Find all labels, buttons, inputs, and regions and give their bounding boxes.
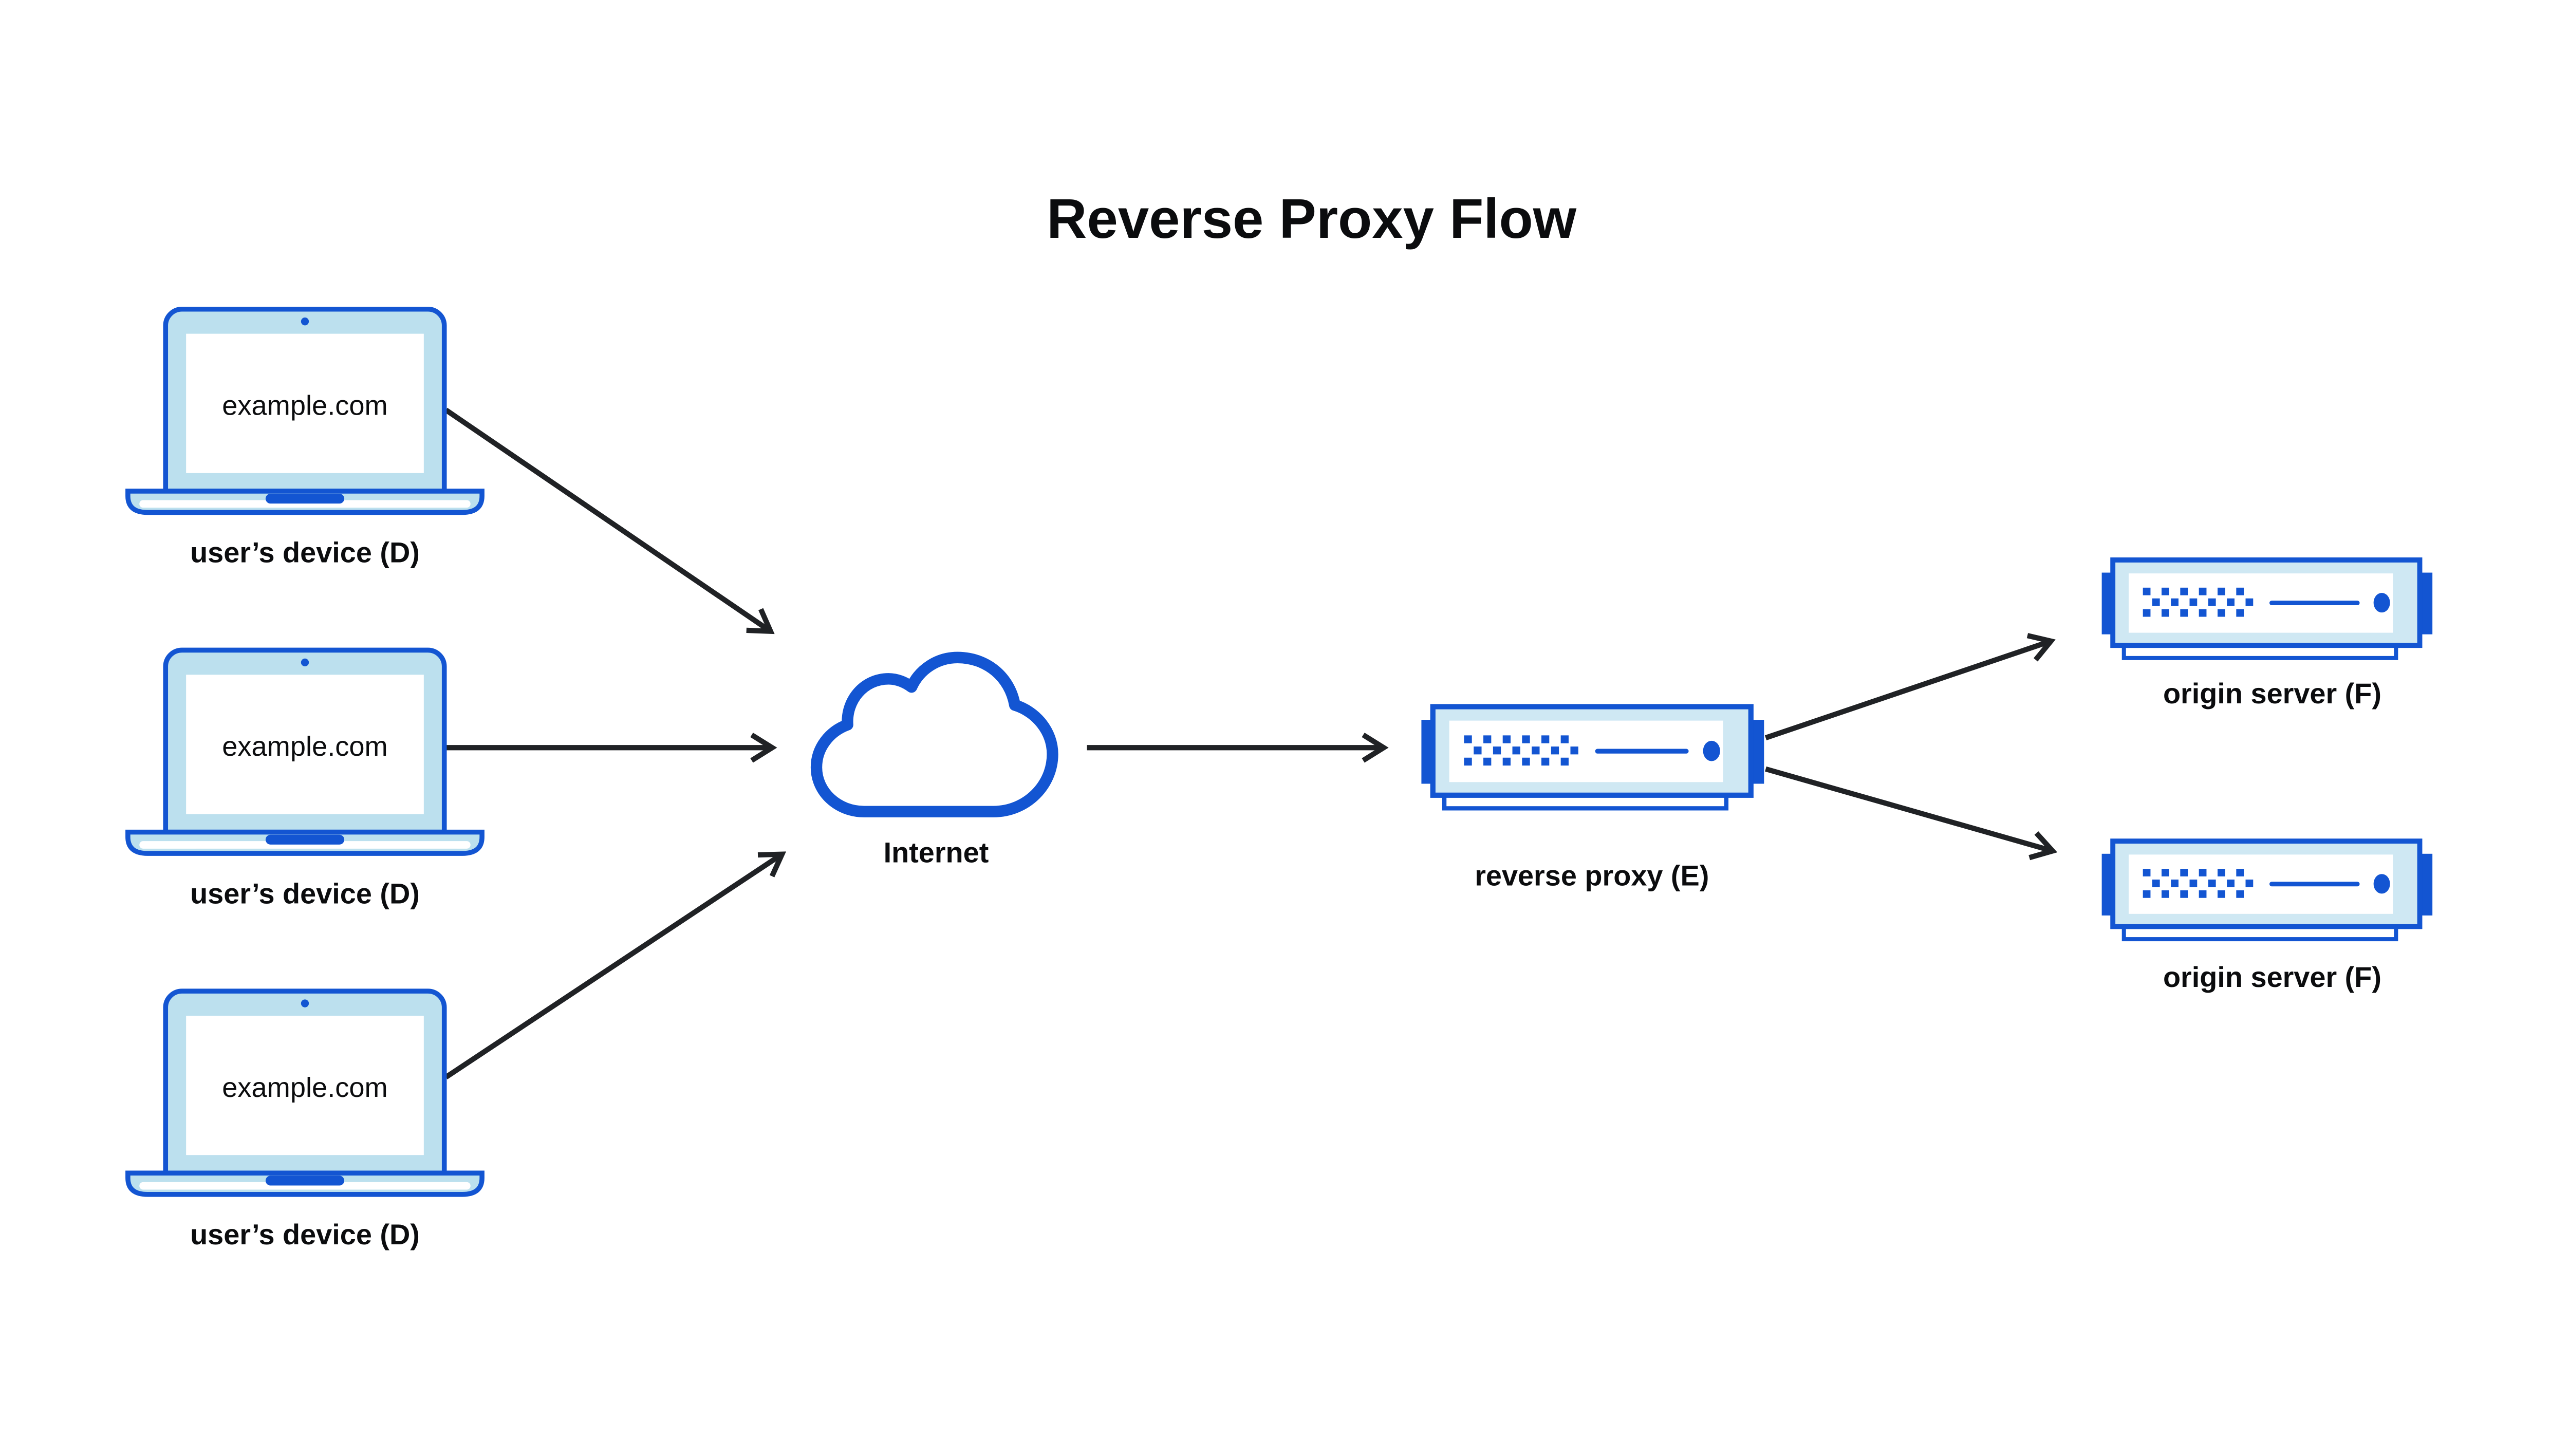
edges xyxy=(444,407,2058,1079)
device-screen-url: example.com xyxy=(222,1072,388,1103)
device-screen-url: example.com xyxy=(222,390,388,421)
device-caption: user’s device (D) xyxy=(190,536,420,569)
origin-server-label: origin server (F) xyxy=(2163,961,2381,993)
reverse-proxy-label: reverse proxy (E) xyxy=(1475,859,1709,891)
device-caption: user’s device (D) xyxy=(190,877,420,909)
device-caption: user’s device (D) xyxy=(190,1218,420,1250)
node-origin-server-1: origin server (F) xyxy=(2102,560,2433,710)
node-origin-server-2: origin server (F) xyxy=(2102,841,2433,993)
arrow-user-device-1-to-internet xyxy=(444,407,775,634)
origin-server-icon xyxy=(2102,560,2433,658)
node-user-device-3: example.com user’s device (D) xyxy=(128,991,482,1250)
node-user-device-2: example.com user’s device (D) xyxy=(128,650,482,909)
node-user-device-1: example.com user’s device (D) xyxy=(128,309,482,569)
origin-server-icon xyxy=(2102,841,2433,939)
internet-cloud-icon xyxy=(810,651,1058,817)
reverse-proxy-server-icon xyxy=(1421,707,1764,809)
internet-label: Internet xyxy=(884,836,989,869)
arrow-reverse-proxy-to-origin-server-2 xyxy=(1765,766,2058,861)
origin-server-label: origin server (F) xyxy=(2163,677,2381,710)
node-reverse-proxy: reverse proxy (E) xyxy=(1421,707,1764,891)
node-internet: Internet xyxy=(810,651,1058,869)
diagram-title: Reverse Proxy Flow xyxy=(1047,188,1577,250)
arrow-user-device-3-to-internet xyxy=(444,851,787,1079)
device-screen-url: example.com xyxy=(222,731,388,762)
arrow-reverse-proxy-to-origin-server-1 xyxy=(1764,633,2056,740)
